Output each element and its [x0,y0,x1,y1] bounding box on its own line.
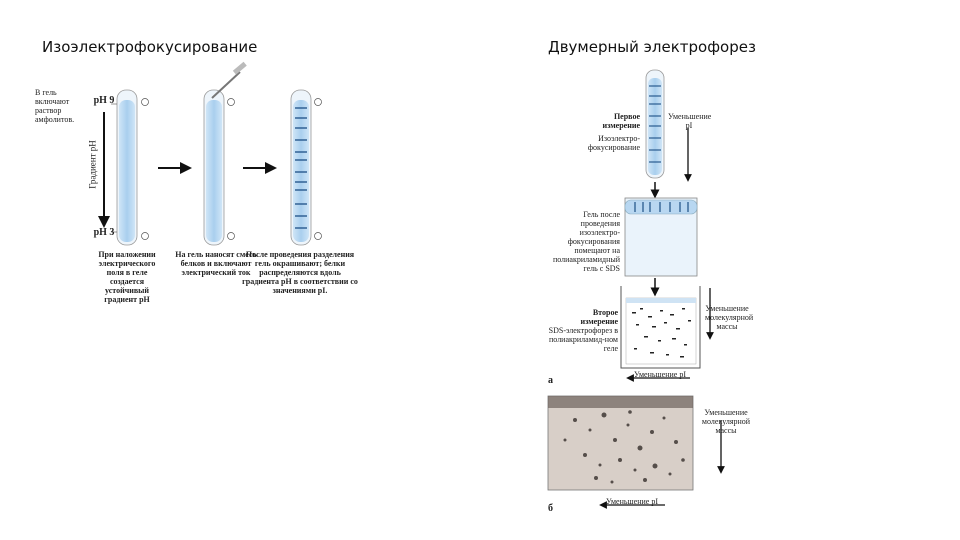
ph-top-label: pH 9 [93,95,115,106]
decrease-mw-1: Уменьшение молекулярной массы [705,304,754,331]
caption-2: На гель наносят смесь белков и включают … [175,250,257,277]
tube-1 [116,89,149,246]
second-dimension-gel [620,286,701,369]
gel-photo [547,395,694,491]
caption-3: После проведения разделения гель окрашив… [242,250,358,295]
ief-tube [645,69,665,179]
tube-3 [290,89,322,246]
ief-label: Изоэлектро-фокусирование [587,134,640,152]
sds-label: SDS-электрофорез в полиакриламид-ном гел… [548,326,618,353]
right-title: Двумерный электрофорез [548,38,756,56]
sds-gel-slab [624,197,698,277]
label-a: а [548,375,553,386]
label-b: б [548,503,553,514]
gradient-ph-label: Градиент pH [87,140,98,189]
gel-after-ief-label: Гель после проведения изоэлектро-фокусир… [552,210,620,273]
tube-2 [203,61,247,246]
decrease-pi-top: Уменьшение pI [668,112,712,130]
decrease-pi-b: Уменьшение pI [606,497,658,506]
caption-1: При наложении электрического поля в геле… [98,250,156,304]
ph-bottom-label: pH 3 [93,227,115,238]
left-title: Изоэлектрофокусирование [42,38,258,56]
decrease-pi-a: Уменьшение pI [634,370,686,379]
first-dimension-label: Первое измерение [602,112,640,130]
gel-ampholyte-text: В гель включают раствор амфолитов. [35,88,75,124]
second-dimension-label: Второе измерение [580,308,618,326]
decrease-mw-2: Уменьшение молекулярной массы [701,408,751,435]
